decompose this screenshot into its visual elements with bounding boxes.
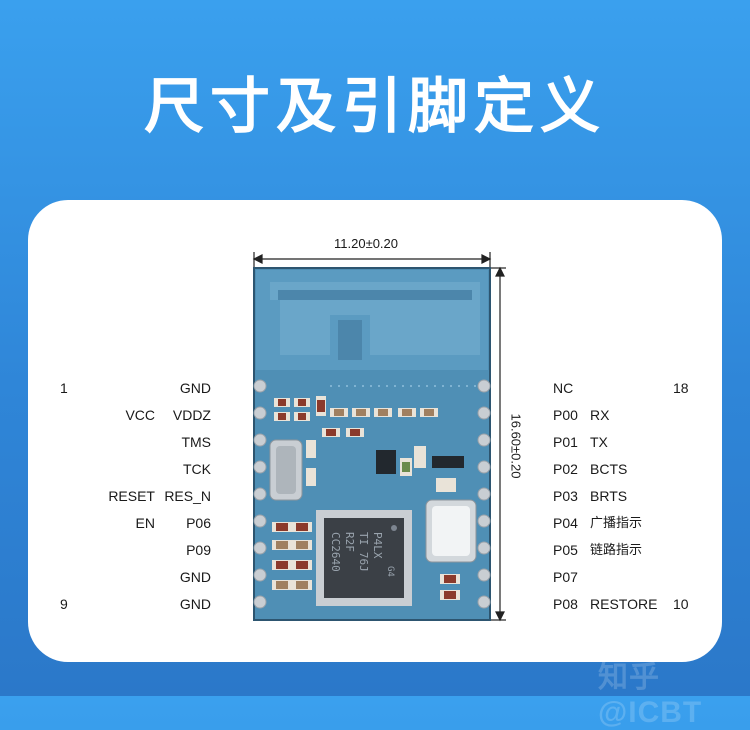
right-pin-function: RESTORE	[590, 596, 658, 612]
right-pin-function: BCTS	[590, 461, 628, 477]
chip-mark-line-4: P4LX	[371, 532, 384, 559]
left-pin-name: GND	[179, 596, 211, 612]
height-dimension-label: 16.60±0.20	[508, 413, 524, 479]
left-pin-name: RES_N	[164, 488, 211, 504]
module-drawing: CC2640 R2F TI 76J P4LX G4	[252, 252, 506, 622]
left-castellated-pads	[253, 379, 267, 609]
width-dimension	[252, 252, 492, 270]
right-pin-number-last: 10	[673, 596, 689, 612]
left-pin-alias: EN	[135, 515, 155, 531]
right-pin-name: P00	[553, 407, 578, 423]
right-pin-name: P02	[553, 461, 578, 477]
width-dimension-label: 11.20±0.20	[334, 236, 399, 251]
right-pin-name: NC	[553, 380, 574, 396]
left-pin-name: VDDZ	[172, 407, 211, 423]
left-pin-alias: VCC	[125, 407, 155, 423]
chip-mark-line-3: TI 76J	[357, 532, 370, 572]
right-pin-name: P05	[553, 542, 578, 558]
chip-mark-line-2: R2F	[343, 532, 356, 552]
left-pin-name: TMS	[181, 434, 211, 450]
cc2640-chip: CC2640 R2F TI 76J P4LX G4	[316, 510, 412, 606]
page-title: 尺寸及引脚定义	[144, 72, 606, 142]
right-pin-function: 链路指示	[590, 542, 643, 557]
chip-mark-line-1: CC2640	[329, 532, 342, 572]
right-pin-number-first: 18	[673, 380, 689, 396]
right-castellated-pads	[477, 379, 491, 609]
watermark: 知乎@ICBT	[598, 661, 703, 729]
right-pin-name: P08	[553, 596, 578, 612]
left-pin-number-last: 9	[60, 596, 68, 612]
smd-components	[269, 396, 477, 600]
right-pin-function: BRTS	[590, 488, 628, 504]
right-pin-name: P04	[553, 515, 578, 531]
pcb-module: CC2640 R2F TI 76J P4LX G4	[253, 267, 491, 621]
right-pin-name: P03	[553, 488, 578, 504]
left-pin-name: GND	[179, 380, 211, 396]
right-pin-name: P07	[553, 569, 578, 585]
right-pin-name: P01	[553, 434, 578, 450]
right-pin-function: 广播指示	[590, 515, 643, 530]
left-pin-alias: RESET	[108, 488, 155, 504]
left-pin-name: GND	[179, 569, 211, 585]
right-pin-function: RX	[590, 407, 610, 423]
chip-mark-line-5: G4	[385, 566, 395, 577]
left-pin-number-first: 1	[60, 380, 68, 396]
right-pin-function: TX	[590, 434, 608, 450]
height-dimension	[490, 266, 506, 622]
left-pin-name: P06	[186, 515, 211, 531]
left-pin-name: P09	[186, 542, 211, 558]
left-pin-name: TCK	[183, 461, 211, 477]
